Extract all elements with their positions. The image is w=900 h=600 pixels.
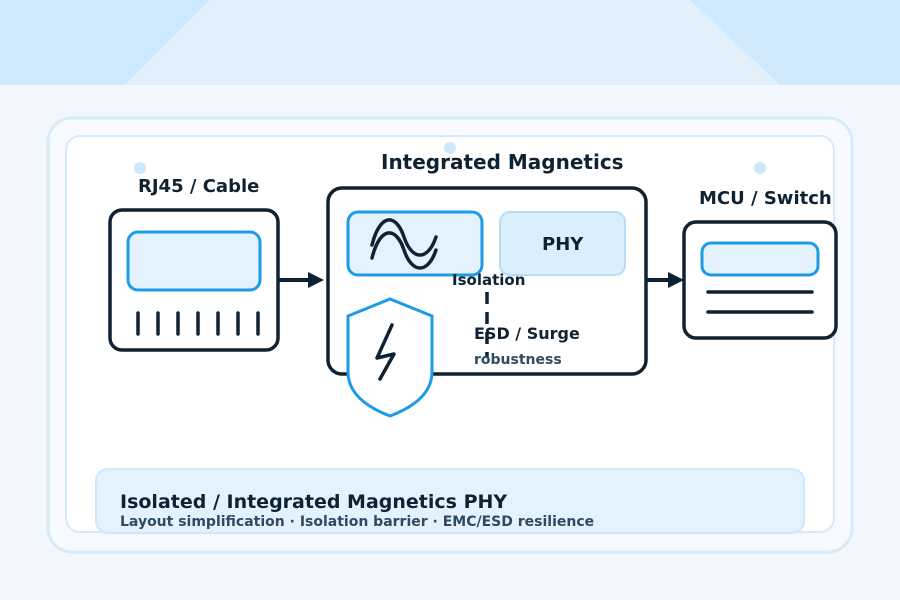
rj45-pins-icon xyxy=(136,311,260,336)
dot-right xyxy=(754,162,766,174)
lightning-shield-icon xyxy=(346,297,434,418)
mcu-label: MCU / Switch xyxy=(699,188,832,209)
isolation-label: Isolation xyxy=(452,271,526,289)
banner-trapezoid xyxy=(125,0,780,85)
esd-label: ESD / Surge xyxy=(474,324,580,343)
dot-center xyxy=(444,142,456,154)
rj45-connector xyxy=(108,208,280,352)
esd-sublabel: robustness xyxy=(474,352,562,368)
phy-label: PHY xyxy=(542,234,584,255)
footer-title: Isolated / Integrated Magnetics PHY xyxy=(120,491,508,513)
rj45-label: RJ45 / Cable xyxy=(138,176,260,197)
arrow-rj45-to-magnetics xyxy=(278,272,324,288)
sine-wave-icon xyxy=(370,218,438,270)
mcu-block xyxy=(682,220,838,340)
arrow-magnetics-to-mcu xyxy=(646,272,684,288)
phy-box xyxy=(499,211,626,276)
footer-panel xyxy=(95,468,805,534)
magnetics-title: Integrated Magnetics xyxy=(381,150,624,174)
transformer-box xyxy=(346,210,484,277)
dot-left xyxy=(134,162,146,174)
footer-subtitle: Layout simplification · Isolation barrie… xyxy=(120,514,595,530)
